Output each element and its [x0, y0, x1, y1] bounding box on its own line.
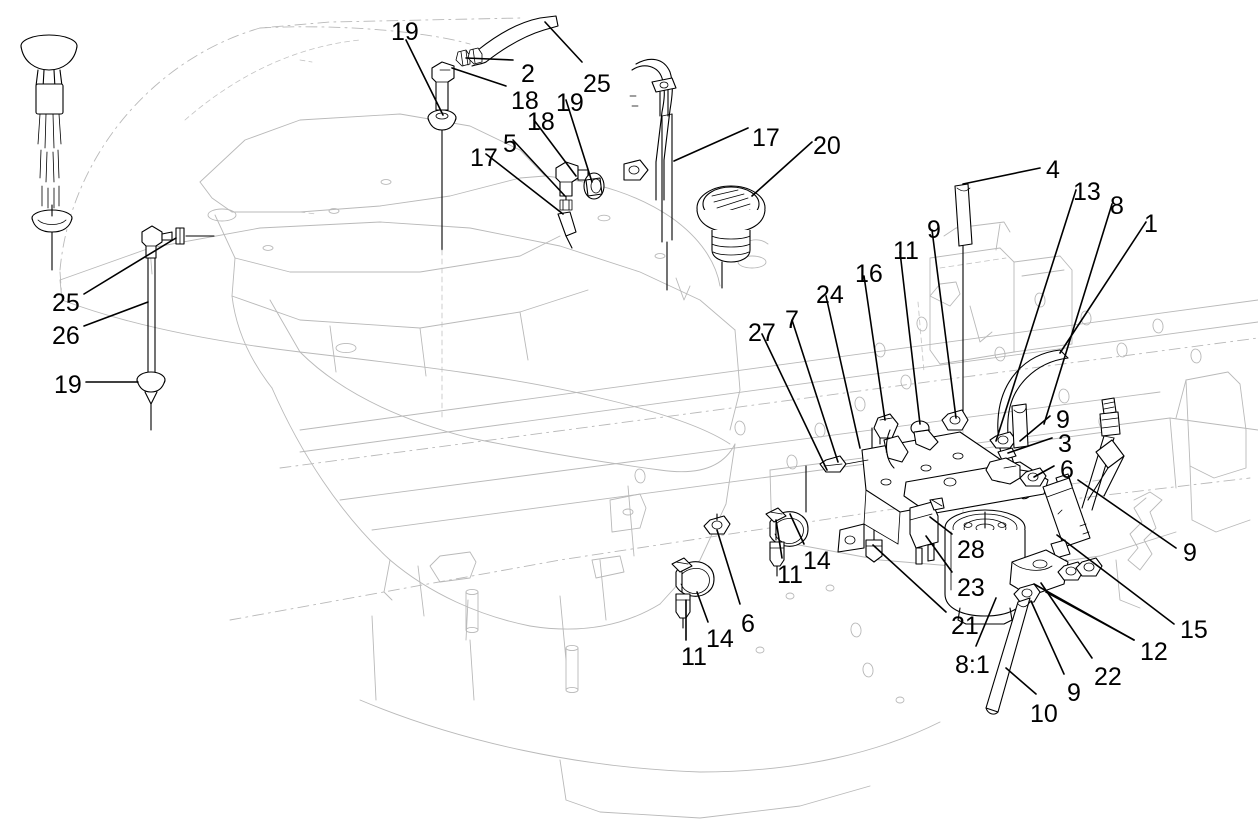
- callout-6a: 6: [1060, 456, 1074, 484]
- chassis-ghost: [229, 221, 1258, 819]
- callout-26: 26: [52, 322, 80, 350]
- callout-9d: 9: [1067, 679, 1081, 707]
- callout-19c: 19: [54, 371, 82, 399]
- vent-hose-assembly: [623, 58, 677, 291]
- leader-lines: [83, 21, 1177, 695]
- callout-5: 5: [503, 130, 517, 158]
- callout-13: 13: [1073, 178, 1101, 206]
- callout-9b: 9: [1056, 406, 1070, 434]
- callout-16: 16: [855, 260, 883, 288]
- callout-18b: 18: [527, 108, 555, 136]
- callout-1: 1: [1144, 210, 1158, 238]
- outlet-tube-10: [985, 597, 1031, 715]
- callout-14b: 14: [803, 547, 831, 575]
- right-tube-13: [1081, 397, 1121, 511]
- dipstick-part: [20, 34, 78, 271]
- left-fitting-and-hose: [136, 225, 215, 431]
- bracket-hardware: [819, 409, 969, 473]
- callout-24: 24: [816, 281, 844, 309]
- hose-clamp-left: [671, 513, 731, 629]
- callout-21: 21: [951, 612, 979, 640]
- callout-8: 8: [1110, 192, 1124, 220]
- callout-11b: 11: [777, 561, 803, 589]
- callout-11c: 11: [681, 643, 707, 671]
- callout-17: 17: [752, 124, 780, 152]
- callout-4: 4: [1046, 156, 1060, 184]
- callout-20: 20: [813, 132, 841, 160]
- callout-15: 15: [1180, 616, 1208, 644]
- top-hose-assembly: [427, 15, 559, 421]
- callout-19b: 19: [556, 89, 584, 117]
- callout-25: 25: [583, 70, 611, 98]
- callout-7: 7: [785, 306, 799, 334]
- callout-9a: 9: [927, 216, 941, 244]
- callout-3: 3: [1058, 430, 1072, 458]
- callout-22: 22: [1094, 663, 1122, 691]
- callout-25b: 25: [52, 289, 80, 317]
- callout-12: 12: [1140, 638, 1168, 666]
- callout-17b: 17: [470, 144, 498, 172]
- callout-11a: 11: [893, 237, 919, 265]
- mid-top-fitting-assembly: [555, 161, 605, 249]
- callout-6b: 6: [741, 610, 755, 638]
- callout-23: 23: [957, 574, 985, 602]
- callout-28: 28: [957, 536, 985, 564]
- callout-10: 10: [1030, 700, 1058, 728]
- callout-27: 27: [748, 319, 776, 347]
- callout-8-1: 8:1: [955, 651, 990, 679]
- fuel-cap-part: [696, 185, 766, 289]
- fuel-tank-ghost: [59, 17, 769, 641]
- callout-9c: 9: [1183, 539, 1197, 567]
- callout-14a: 14: [706, 625, 734, 653]
- callout-19: 19: [391, 18, 419, 46]
- callout-2: 2: [521, 60, 535, 88]
- fuel-filter-canister: [944, 509, 1026, 625]
- callout-18: 18: [511, 87, 539, 115]
- hose-clamp-right: [765, 465, 809, 577]
- fuel-solenoid-relay: [865, 497, 945, 565]
- pump-clamp: [1009, 549, 1103, 603]
